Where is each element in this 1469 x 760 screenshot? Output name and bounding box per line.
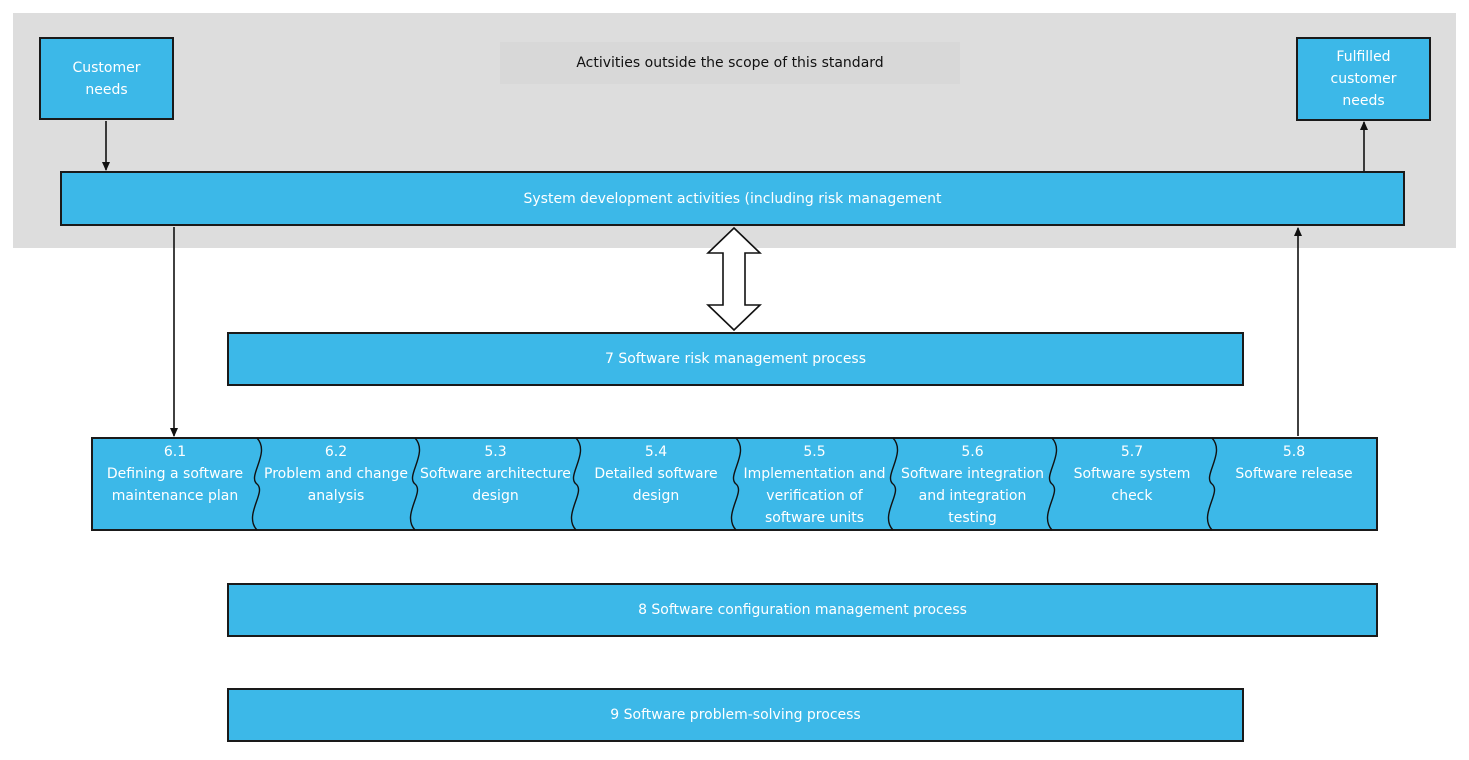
stage-number: 5.3	[484, 444, 507, 460]
stage-number: 5.5	[803, 444, 826, 460]
problem-solving-process-bar: 9 Software problem-solving process	[227, 688, 1244, 742]
stage-number: 5.8	[1282, 444, 1306, 460]
stage-separator	[887, 437, 899, 531]
lifecycle-stages-strip	[91, 437, 1378, 531]
system-development-bar: System development activities (including…	[60, 171, 1405, 226]
fulfilled-needs-box: Fulfilled customer needs	[1296, 37, 1431, 121]
stage-title: Software integration and integration tes…	[900, 466, 1045, 526]
stage-separator	[570, 437, 582, 531]
configuration-management-process-bar: 8 Software configuration management proc…	[227, 583, 1378, 637]
stage-number: 5.4	[644, 444, 668, 460]
stage-title: Software architecture design	[420, 466, 571, 504]
stage-number: 6.2	[324, 444, 348, 460]
stage-title: Software system check	[1073, 466, 1191, 504]
stage-number: 6.1	[163, 444, 187, 460]
stage-number: 5.7	[1120, 444, 1144, 460]
stage-separators	[251, 437, 1218, 531]
stage-title: Software release	[1235, 466, 1353, 482]
scope-label-background	[500, 42, 960, 84]
stage-separator	[1046, 437, 1058, 531]
scope-label: Activities outside the scope of this sta…	[576, 55, 884, 71]
stage-title: Defining a software maintenance plan	[106, 466, 244, 504]
stage-separator	[251, 437, 263, 531]
stage-title: Implementation and verification of softw…	[743, 466, 886, 526]
bidirectional-arrow	[706, 226, 762, 332]
stage-number: 5.6	[961, 444, 984, 460]
stage-title: Problem and change analysis	[264, 466, 408, 504]
risk-management-process-bar: 7 Software risk management process	[227, 332, 1244, 386]
customer-needs-box: Customer needs	[39, 37, 174, 120]
stage-title: Detailed software design	[594, 466, 718, 504]
stage-separator	[730, 437, 742, 531]
stage-separator	[409, 437, 421, 531]
stage-separator	[1206, 437, 1218, 531]
